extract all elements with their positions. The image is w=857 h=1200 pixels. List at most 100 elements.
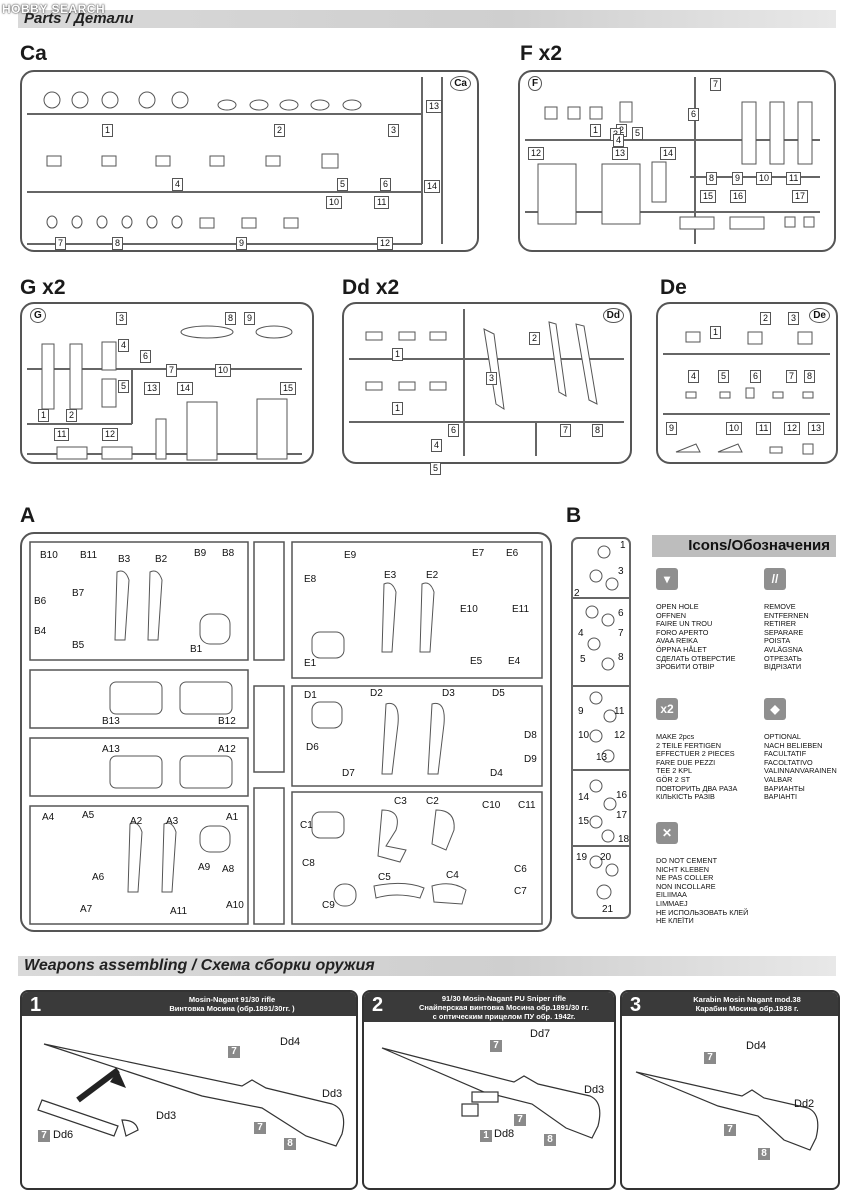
step-2-callout-g: 8 <box>544 1134 556 1146</box>
part-f-8: 8 <box>706 172 718 185</box>
part-de-7: 7 <box>786 370 798 383</box>
step-1-caption: Mosin-Nagant 91/30 rifle Винтовка Мосина… <box>169 995 295 1013</box>
make-two-icon: x2 <box>656 698 678 720</box>
label-b3: B3 <box>118 554 131 565</box>
label-c11: C11 <box>518 800 536 811</box>
label-a9: A9 <box>198 862 211 873</box>
sprue-b-15: 15 <box>578 816 590 827</box>
part-ca-3: 3 <box>388 124 400 137</box>
label-b10: B10 <box>40 550 58 561</box>
step-2-callout-f: Dd8 <box>494 1128 515 1140</box>
step-3-bar: 3 Karabin Mosin Nagant mod.38 Карабин Мо… <box>622 992 838 1016</box>
sprue-de-tag: De <box>809 308 830 323</box>
part-f-11: 11 <box>786 172 802 185</box>
step-2-callout-a: 7 <box>490 1040 502 1052</box>
label-e5: E5 <box>470 656 483 667</box>
sprue-dd-drawing <box>349 309 624 456</box>
part-f-16: 16 <box>730 190 747 203</box>
sprue-dd-title: Dd x2 <box>342 276 400 299</box>
label-b5: B5 <box>72 640 85 651</box>
step-1-number: 1 <box>30 994 42 1016</box>
step-3-callout-b: Dd4 <box>746 1040 767 1052</box>
part-de-1: 1 <box>710 326 722 339</box>
sprue-b-7: 7 <box>618 628 624 639</box>
step-2: 2 91/30 Mosin-Nagant PU Sniper rifle Сна… <box>362 990 616 1190</box>
part-f-12: 12 <box>528 147 545 160</box>
label-b1: B1 <box>190 644 203 655</box>
part-ca-2: 2 <box>274 124 286 137</box>
part-g-15: 15 <box>280 382 297 395</box>
part-g-7: 7 <box>166 364 178 377</box>
sprue-dd: Dd 1 1 2 3 4 5 6 7 8 <box>342 302 632 475</box>
remove-text: REMOVE ENTFERNEN RETIRER SEPARARE POISTA… <box>764 602 809 672</box>
step-2-callout-c: Dd3 <box>584 1084 605 1096</box>
label-a5: A5 <box>82 810 95 821</box>
label-d5: D5 <box>492 688 505 699</box>
part-g-3: 3 <box>116 312 128 325</box>
part-ca-14: 14 <box>424 180 441 193</box>
part-dd-1b: 1 <box>392 402 404 415</box>
part-de-12: 12 <box>784 422 801 435</box>
sprue-b-title: B <box>566 504 582 527</box>
sprue-g: G 1 2 3 4 5 6 7 8 9 10 11 12 13 14 15 <box>20 302 314 464</box>
part-ca-7: 7 <box>55 237 67 250</box>
step-1-rifle-drawing <box>37 1043 345 1147</box>
step-1-callout-f: 7 <box>38 1130 50 1142</box>
open-hole-icon: ▾ <box>656 568 678 590</box>
label-a8: A8 <box>222 864 235 875</box>
step-1-callout-e: 8 <box>284 1138 296 1150</box>
step-3: 3 Karabin Mosin Nagant mod.38 Карабин Мо… <box>620 990 840 1190</box>
optional-text: OPTIONAL NACH BELIEBEN FACULTATIF FACOLT… <box>764 732 837 802</box>
label-c7: C7 <box>514 886 527 897</box>
part-g-1: 1 <box>38 409 50 422</box>
label-c6: C6 <box>514 864 527 875</box>
part-de-2: 2 <box>760 312 772 325</box>
step-1-callout-g: Dd6 <box>53 1129 74 1141</box>
part-f-5: 5 <box>632 127 644 140</box>
label-c3: C3 <box>394 796 407 807</box>
part-g-9: 9 <box>244 312 256 325</box>
part-f-17: 17 <box>792 190 809 203</box>
label-e1: E1 <box>304 658 317 669</box>
label-d4: D4 <box>490 768 503 779</box>
remove-icon: // <box>764 568 786 590</box>
step-1: 1 Mosin-Nagant 91/30 rifle Винтовка Моси… <box>20 990 358 1190</box>
step-1-bar: 1 Mosin-Nagant 91/30 rifle Винтовка Моси… <box>22 992 356 1016</box>
part-ca-12: 12 <box>377 237 394 250</box>
sprue-g-title: G x2 <box>20 276 66 299</box>
part-f-15: 15 <box>700 190 717 203</box>
sprue-b-10: 10 <box>578 730 590 741</box>
part-dd-6: 6 <box>448 424 460 437</box>
label-b12: B12 <box>218 716 236 727</box>
sprue-b-20: 20 <box>600 852 612 863</box>
label-b13: B13 <box>102 716 120 727</box>
sprue-a: B10 B11 B3 B2 B9 B8 B6 B7 B4 B5 B1 B13 B… <box>20 532 552 932</box>
sprue-b-13: 13 <box>596 752 608 763</box>
parts-header-band: Parts / Детали <box>18 10 836 28</box>
label-b11: B11 <box>80 550 98 561</box>
part-g-10: 10 <box>215 364 232 377</box>
sprue-b-16: 16 <box>616 790 628 801</box>
sprue-b-1: 1 <box>620 540 626 551</box>
sprue-de-drawing <box>663 331 830 455</box>
label-e3: E3 <box>384 570 397 581</box>
icons-header: Icons/Обозначения <box>652 535 836 557</box>
no-cement-icon: ✕ <box>656 822 678 844</box>
step-3-caption: Karabin Mosin Nagant mod.38 Карабин Моси… <box>693 995 801 1013</box>
part-f-7: 7 <box>710 78 722 91</box>
sprue-b-8: 8 <box>618 652 624 663</box>
part-g-11: 11 <box>54 428 70 441</box>
sprue-b-14: 14 <box>578 792 590 803</box>
sprue-b-21: 21 <box>602 904 614 915</box>
label-b2: B2 <box>155 554 168 565</box>
sprue-b-18: 18 <box>618 834 630 845</box>
sprue-b-3: 3 <box>618 566 624 577</box>
label-a10: A10 <box>226 900 244 911</box>
sprue-ca-title: Ca <box>20 42 47 65</box>
label-d2: D2 <box>370 688 383 699</box>
label-d7: D7 <box>342 768 355 779</box>
sprue-b-2: 2 <box>574 588 580 599</box>
part-de-8: 8 <box>804 370 816 383</box>
sprue-a-title: A <box>20 504 36 527</box>
label-a11: A11 <box>170 906 188 917</box>
